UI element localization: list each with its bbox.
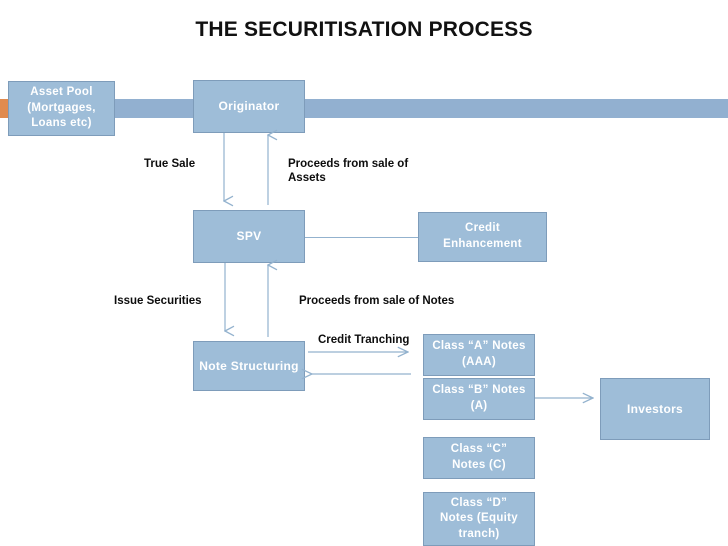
arrow-spv-to-note-structuring-group	[215, 263, 285, 337]
arrow-class-b-to-investors-group	[535, 392, 603, 406]
box-spv[interactable]: SPV	[193, 210, 305, 263]
caption-issue-securities: Issue Securities	[114, 295, 202, 307]
box-asset-pool[interactable]: Asset Pool (Mortgages, Loans etc)	[8, 81, 115, 136]
box-investors[interactable]: Investors	[600, 378, 710, 440]
box-class-c-notes[interactable]: Class “C” Notes (C)	[423, 437, 535, 479]
caption-true-sale: True Sale	[144, 158, 196, 170]
box-class-b-notes[interactable]: Class “B” Notes (A)	[423, 378, 535, 420]
page-title: THE SECURITISATION PROCESS	[195, 18, 533, 41]
box-credit-enhancement[interactable]: Credit Enhancement	[418, 212, 547, 262]
arrow-originator-to-spv-group	[215, 133, 285, 213]
caption-credit-tranching: Credit Tranching	[318, 334, 410, 346]
box-originator[interactable]: Originator	[193, 80, 305, 133]
box-note-structuring[interactable]: Note Structuring	[193, 341, 305, 391]
connector-spv-credit-enhancement	[305, 237, 418, 238]
decorative-band-accent	[0, 99, 9, 118]
caption-proceeds-from-sale-of-assets: Proceeds from sale of Assets	[288, 158, 409, 185]
arrow-credit-tranching-group	[308, 348, 411, 382]
box-class-a-notes[interactable]: Class “A” Notes (AAA)	[423, 334, 535, 376]
caption-proceeds-from-sale-of-notes: Proceeds from sale of Notes	[299, 295, 455, 307]
box-class-d-notes[interactable]: Class “D” Notes (Equity tranch)	[423, 492, 535, 546]
decorative-band	[0, 99, 728, 118]
